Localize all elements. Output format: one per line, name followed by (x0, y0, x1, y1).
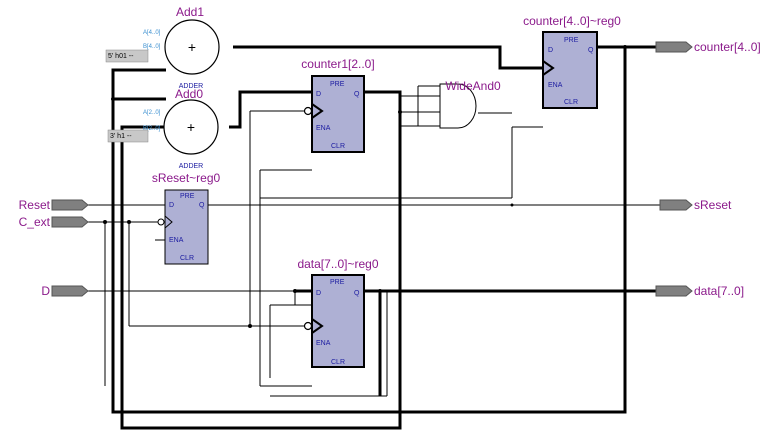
register-counter-ena: ENA (548, 82, 563, 89)
adder-add0-type: ADDER (179, 163, 204, 170)
adder-add1-op: + (188, 39, 196, 55)
register-sreset-q: Q (199, 202, 205, 209)
register-sreset-clr: CLR (180, 255, 194, 262)
register-sreset-d: D (169, 202, 174, 209)
adder-add0-const: 3' h1 -- (110, 133, 132, 140)
register-data-title: data[7..0]~reg0 (297, 257, 378, 271)
adder-add1: + Add1 A[4..0] B[4..0] ADDER 5' h01 -- (105, 5, 220, 90)
register-counter-title: counter[4..0]~reg0 (523, 14, 621, 28)
input-c-ext-label: C_ext (19, 215, 51, 229)
output-data-label: data[7..0] (694, 284, 744, 298)
adder-add0-pin-a: A[2..0] (143, 110, 161, 116)
output-counter-label: counter[4..0] (694, 40, 761, 54)
register-data-q: Q (354, 290, 360, 297)
input-reset: Reset (19, 198, 89, 212)
adder-add1-const: 5' h01 -- (108, 53, 134, 60)
adder-add1-title: Add1 (176, 5, 204, 19)
register-sreset-ena: ENA (169, 237, 184, 244)
input-d-label: D (41, 284, 50, 298)
register-counter-d: D (548, 47, 553, 54)
register-data-d: D (316, 290, 321, 297)
register-sreset-title: sReset~reg0 (152, 171, 221, 185)
register-counter1: counter1[2..0] PRE D Q ENA CLR (301, 57, 375, 153)
adder-add0-op: + (187, 119, 195, 135)
adder-add0-title: Add0 (175, 87, 203, 101)
output-counter: counter[4..0] (655, 40, 761, 54)
adder-add1-pin-a: A[4..0] (143, 30, 161, 36)
register-counter1-ena: ENA (316, 125, 331, 132)
register-counter-pre: PRE (564, 37, 579, 44)
register-data-pre: PRE (330, 279, 345, 286)
adder-add0: + Add0 A[2..0] B[2..0] ADDER 3' h1 -- (107, 87, 219, 170)
gate-wideand-title: WideAnd0 (445, 79, 501, 93)
register-counter-clr: CLR (564, 99, 578, 106)
input-c-ext: C_ext (19, 215, 89, 229)
register-sreset: sReset~reg0 PRE D Q ENA CLR (152, 171, 221, 265)
register-data: data[7..0]~reg0 PRE D Q ENA CLR (297, 257, 379, 368)
register-data-clr: CLR (331, 359, 345, 366)
register-counter1-pre: PRE (330, 81, 345, 88)
junction-dots (103, 45, 627, 328)
gate-wideand: WideAnd0 (439, 79, 501, 129)
input-d: D (41, 284, 89, 298)
register-counter1-clr: CLR (331, 143, 345, 150)
adder-add1-pin-b: B[4..0] (143, 44, 161, 50)
register-counter1-q: Q (354, 91, 360, 98)
register-counter1-title: counter1[2..0] (301, 57, 374, 71)
register-sreset-pre: PRE (180, 193, 195, 200)
register-counter-q: Q (588, 47, 594, 54)
register-data-ena: ENA (316, 340, 331, 347)
output-sreset-label: sReset (694, 198, 732, 212)
input-reset-label: Reset (19, 198, 51, 212)
adder-add0-pin-b: B[2..0] (143, 126, 161, 132)
register-counter: counter[4..0]~reg0 PRE D Q ENA CLR (523, 14, 621, 109)
register-counter1-d: D (316, 91, 321, 98)
adder-add1-type: ADDER (179, 83, 204, 90)
output-sreset: sReset (659, 198, 732, 212)
output-data: data[7..0] (655, 284, 744, 298)
